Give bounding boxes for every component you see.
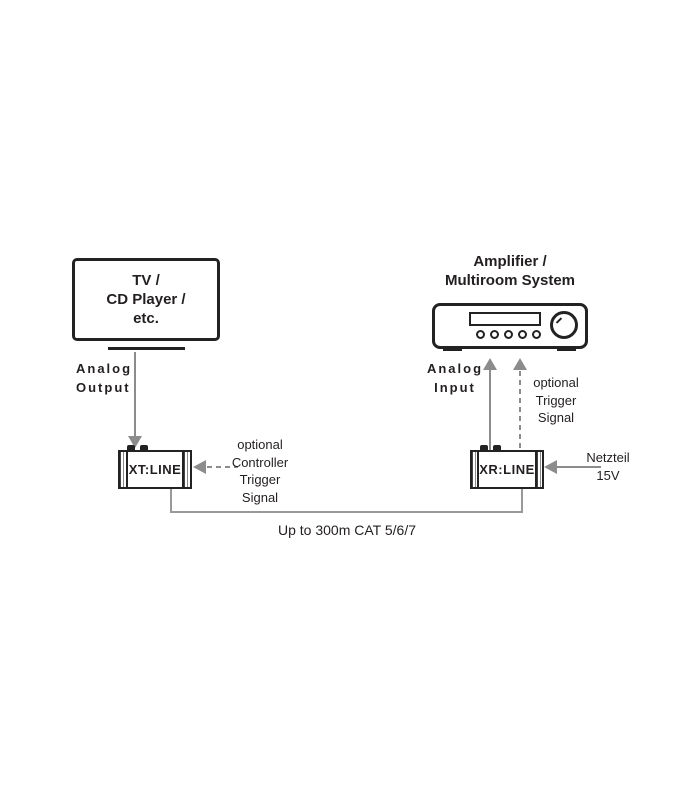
- analog-output-label: Analog Output: [76, 361, 133, 395]
- source-device-label: TV / CD Player / etc.: [106, 272, 186, 327]
- analog-input-line: [489, 370, 491, 450]
- analog-input-label: Analog Input: [426, 361, 484, 395]
- source-device-box: TV / CD Player / etc.: [72, 258, 220, 341]
- analog-input-arrowhead-icon: [483, 358, 497, 370]
- knob-pointer-icon: [555, 317, 563, 324]
- amplifier-title: Amplifier / Multiroom System: [444, 253, 576, 289]
- xt-connector-bump: [127, 445, 135, 450]
- amplifier-foot: [557, 348, 576, 351]
- controller-trigger-note: optional Controller Trigger Signal: [231, 437, 289, 505]
- cat-cable-segment: [170, 511, 523, 513]
- trigger-arrowhead-icon: [513, 358, 527, 370]
- amplifier-foot: [443, 348, 462, 351]
- power-line: [557, 466, 601, 468]
- xr-left-flange: [472, 452, 478, 487]
- xt-line-label: XT:LINE: [126, 452, 184, 487]
- xr-line-device: XR:LINE: [470, 450, 544, 489]
- xr-right-flange: [536, 452, 542, 487]
- xt-right-flange: [184, 452, 190, 487]
- xt-connector-bump: [140, 445, 148, 450]
- trigger-dashed-line: [519, 371, 521, 450]
- amplifier-button-icon: [532, 330, 541, 339]
- controller-trigger-dashed-line: [207, 466, 238, 468]
- xr-line-label: XR:LINE: [477, 452, 537, 487]
- xt-line-device: XT:LINE: [118, 450, 192, 489]
- amplifier-button-icon: [490, 330, 499, 339]
- amplifier-knob-icon: [550, 311, 578, 339]
- amplifier-button-icon: [504, 330, 513, 339]
- cat-cable-segment: [521, 489, 523, 513]
- amplifier-button-icon: [476, 330, 485, 339]
- amplifier-display: [469, 312, 541, 326]
- analog-output-line: [134, 352, 136, 438]
- trigger-note: optional Trigger Signal: [533, 375, 579, 425]
- power-arrowhead-icon: [544, 460, 557, 474]
- amplifier-box: [432, 303, 588, 349]
- cat-cable-segment: [170, 489, 172, 513]
- xt-left-flange: [120, 452, 126, 487]
- controller-trigger-arrowhead-icon: [193, 460, 206, 474]
- tv-stand: [108, 347, 185, 350]
- xr-connector-bump: [480, 445, 488, 450]
- xr-connector-bump: [493, 445, 501, 450]
- power-supply-label: Netzteil 15V: [586, 450, 630, 483]
- cat-cable-label: Up to 300m CAT 5/6/7: [278, 522, 416, 538]
- amplifier-button-icon: [518, 330, 527, 339]
